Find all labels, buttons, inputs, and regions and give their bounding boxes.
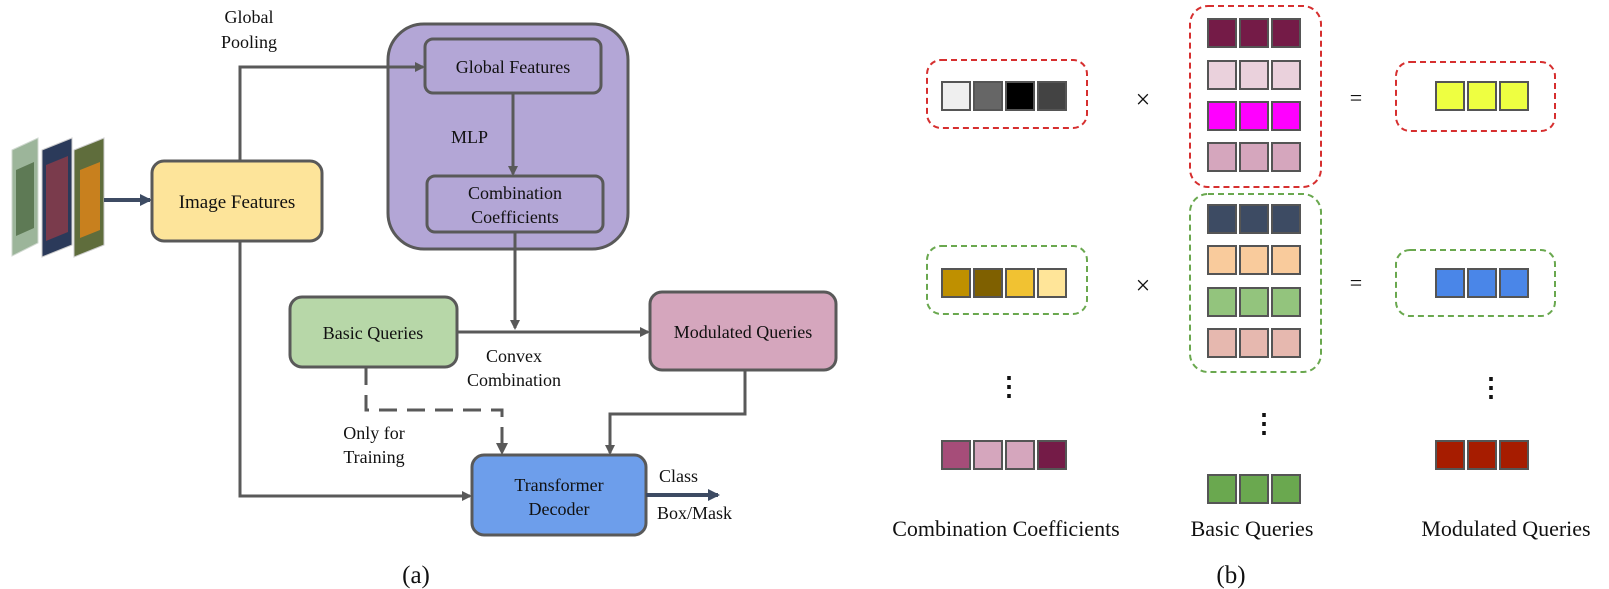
basic-green-row1-cell-2 [1239,204,1269,234]
basic-green-row4-cell-2 [1239,328,1269,358]
basic-red-row1-cell-2 [1239,18,1269,48]
basic-green-row4-cell-3 [1271,328,1301,358]
basic-green-row3-cell-1 [1207,287,1237,317]
coeff-row3-cell-2 [973,440,1003,470]
coeff-row1-cell-4 [1037,81,1067,111]
times-operator-2: × [1136,271,1151,300]
coeff-row1-cell-3 [1005,81,1035,111]
diagram-a: Image Features Global Features Combinati… [11,7,838,589]
combination-coefficients-label-2: Coefficients [471,207,559,227]
mlp-label: MLP [451,127,488,147]
combination-coefficients-label-1: Combination [468,183,562,203]
times-operator-1: × [1136,85,1151,114]
basic-green-row1-cell-3 [1271,204,1301,234]
basic-red-row2-cell-1 [1207,60,1237,90]
label-combination-coefficients: Combination Coefficients [892,516,1120,541]
transformer-decoder-box [470,453,648,537]
coeff-row3-cell-1 [941,440,971,470]
image-to-decoder-arrow [238,241,472,501]
caption-b: (b) [1216,562,1245,589]
coeff-row1-cell-1 [941,81,971,111]
mod-row1-cell-1 [1435,81,1465,111]
training-arrowhead [496,443,508,455]
basic-red-row3-cell-3 [1271,101,1301,131]
basic-queries-label: Basic Queries [323,323,423,343]
only-for-label-2: Training [343,447,404,467]
basic-red-row3-cell-1 [1207,101,1237,131]
basic-last-row-cell-2 [1239,474,1269,504]
basic-green-row1-cell-1 [1207,204,1237,234]
basic-red-row3-cell-2 [1239,101,1269,131]
mod-row3-cell-3 [1499,440,1529,470]
label-modulated-queries: Modulated Queries [1421,516,1590,541]
basic-group-red [1189,5,1322,188]
convex-label-1: Convex [486,346,542,366]
mod-row3-cell-1 [1435,440,1465,470]
basic-red-row4-cell-3 [1271,142,1301,172]
equals-operator-1: = [1350,85,1362,110]
coeff-row3-cell-4 [1037,440,1067,470]
global-pooling-label-2: Pooling [221,32,277,52]
basic-red-row4-cell-2 [1239,142,1269,172]
input-images [11,137,105,258]
class-label: Class [659,466,698,486]
query-cells [941,18,1529,504]
coeff-group-red [926,59,1088,129]
image-features-box [150,159,324,243]
basic-last-row-cell-3 [1271,474,1301,504]
modulated-queries-label: Modulated Queries [674,322,812,342]
only-for-label-1: Only for [343,423,405,443]
basic-group-green [1189,193,1322,373]
transformer-decoder-label-1: Transformer [514,475,603,495]
convex-label-2: Combination [467,370,561,390]
diagram-b: × = × = ⋮ ⋮ ⋮ Combination Coefficients B… [892,5,1591,589]
image-features-label: Image Features [179,192,296,213]
coeff-row3-cell-3 [1005,440,1035,470]
caption-a: (a) [402,562,430,589]
coeff-row2-cell-3 [1005,268,1035,298]
coeff-row2-cell-1 [941,268,971,298]
ellipsis-modulated: ⋮ [1478,373,1504,402]
equals-operator-2: = [1350,270,1362,295]
basic-green-row3-cell-2 [1239,287,1269,317]
mod-group-green [1395,249,1556,317]
basic-red-row1-cell-1 [1207,18,1237,48]
mod-row2-cell-2 [1467,268,1497,298]
basic-last-row-cell-1 [1207,474,1237,504]
modulated-to-decoder-arrow [605,370,747,455]
basic-red-row1-cell-3 [1271,18,1301,48]
ellipsis-basic: ⋮ [1251,409,1277,438]
mod-row1-cell-3 [1499,81,1529,111]
mod-row2-cell-3 [1499,268,1529,298]
coeff-group-green [926,245,1088,315]
mod-row2-cell-1 [1435,268,1465,298]
mod-row3-cell-2 [1467,440,1497,470]
coeff-row1-cell-2 [973,81,1003,111]
global-pooling-arrow [238,62,425,161]
ellipsis-coefficients: ⋮ [996,372,1022,401]
global-pooling-label-1: Global [225,7,274,27]
basic-red-row2-cell-3 [1271,60,1301,90]
modulated-queries-box [648,290,838,372]
label-basic-queries: Basic Queries [1191,516,1314,541]
mod-row1-cell-2 [1467,81,1497,111]
basic-green-row2-cell-2 [1239,245,1269,275]
basic-green-row3-cell-3 [1271,287,1301,317]
mod-group-red [1395,61,1556,132]
global-features-label: Global Features [456,57,570,77]
training-dashed-arrow [364,367,504,453]
transformer-decoder-label-2: Decoder [529,499,590,519]
box-mask-label: Box/Mask [657,503,732,523]
basic-green-row4-cell-1 [1207,328,1237,358]
basic-red-row4-cell-1 [1207,142,1237,172]
basic-green-row2-cell-3 [1271,245,1301,275]
basic-green-row2-cell-1 [1207,245,1237,275]
coeff-row2-cell-2 [973,268,1003,298]
coeff-row2-cell-4 [1037,268,1067,298]
basic-red-row2-cell-2 [1239,60,1269,90]
